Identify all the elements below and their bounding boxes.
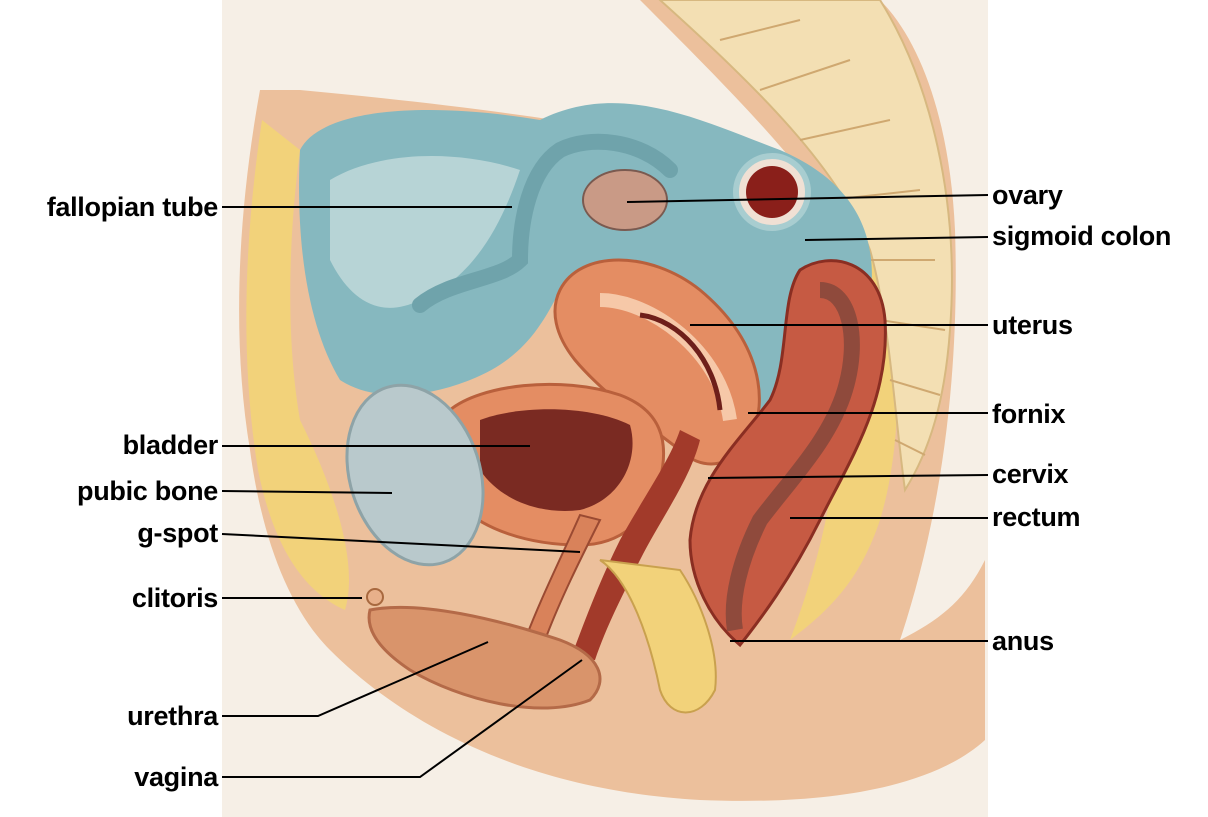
- ovary-shape: [583, 170, 667, 230]
- label-cervix: cervix: [992, 459, 1068, 489]
- label-uterus: uterus: [992, 310, 1073, 340]
- label-sigmoid-colon: sigmoid colon: [992, 221, 1171, 251]
- label-rectum: rectum: [992, 502, 1080, 532]
- label-fallopian-tube: fallopian tube: [47, 192, 218, 222]
- label-anus: anus: [992, 626, 1054, 656]
- label-vagina: vagina: [134, 762, 218, 792]
- clitoris-shape: [367, 589, 383, 605]
- label-pubic-bone: pubic bone: [77, 476, 218, 506]
- label-g-spot: g-spot: [137, 518, 218, 548]
- label-clitoris: clitoris: [132, 583, 218, 613]
- label-urethra: urethra: [127, 701, 218, 731]
- label-ovary: ovary: [992, 180, 1063, 210]
- sigmoid-colon-lumen: [746, 166, 798, 218]
- label-fornix: fornix: [992, 399, 1065, 429]
- label-bladder: bladder: [123, 430, 218, 460]
